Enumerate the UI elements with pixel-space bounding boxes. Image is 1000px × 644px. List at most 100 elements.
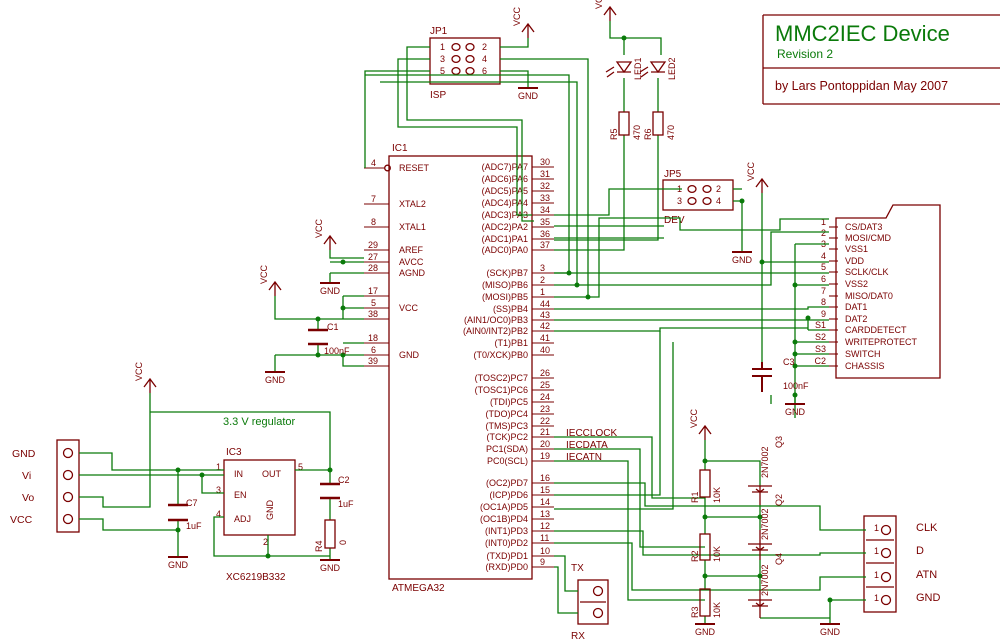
ic1-pin-name: (OC2)PD7 xyxy=(486,478,528,488)
card-pin-name: SWITCH xyxy=(845,349,881,359)
card-pin-name: CHASSIS xyxy=(845,361,885,371)
ic1-pin-num: 16 xyxy=(540,473,550,483)
signal-label: IECDATA xyxy=(566,440,608,451)
ic1-pin-num: 30 xyxy=(540,157,550,167)
ic1-pin-num: 35 xyxy=(540,217,550,227)
ic1-pin-num: 6 xyxy=(371,345,376,355)
ic1-pin-name: (SCK)PB7 xyxy=(486,268,528,278)
ic1-pin-name: (ADC3)PA3 xyxy=(482,210,528,220)
jp1-pin-num: 2 xyxy=(482,42,487,52)
ic1-pin-num: 12 xyxy=(540,521,550,531)
card-pin-name: CS/DAT3 xyxy=(845,222,882,232)
iec-label: CLK xyxy=(916,522,938,534)
power-conn-label: Vi xyxy=(22,470,31,482)
gnd-label: GND xyxy=(168,560,189,570)
r1-value: 10K xyxy=(712,487,722,503)
txrx-connector: TX RX xyxy=(571,563,609,642)
ic1-pin-num: 43 xyxy=(540,310,550,320)
card-pin-name: VDD xyxy=(845,256,865,266)
vcc-arrow xyxy=(755,177,769,193)
card-pin-num: 4 xyxy=(821,251,826,261)
c3-value: 100nF xyxy=(783,381,809,391)
iec-pin-num: 1 xyxy=(874,593,879,603)
q2-ref: Q2 xyxy=(774,494,784,506)
card-pin-num: 8 xyxy=(821,297,826,307)
card-pin-num: C2 xyxy=(814,356,826,366)
ic1-pin-name: (MISO)PB6 xyxy=(482,280,528,290)
c7-value: 1uF xyxy=(186,521,202,531)
ic1-pin-name: (SS)PB4 xyxy=(493,304,528,314)
vcc-label: VCC xyxy=(689,408,699,428)
ic1-pin-name: (TOSC1)PC6 xyxy=(475,385,528,395)
r1-ref: R1 xyxy=(690,491,700,503)
r6-ref: R6 xyxy=(643,128,653,140)
q2-value: 2N7002 xyxy=(760,508,770,540)
ic3-ref: IC3 xyxy=(226,447,242,458)
ic1-pin-name: (ADC5)PA5 xyxy=(482,186,528,196)
ic1-pin-num: 22 xyxy=(540,416,550,426)
ic1-pin-name: (ADC2)PA2 xyxy=(482,222,528,232)
card-pin-name: CARDDETECT xyxy=(845,325,907,335)
ic1-pin-name: (MOSI)PB5 xyxy=(482,292,528,302)
ic1-pin-num: 41 xyxy=(540,333,550,343)
vcc-arrow xyxy=(323,234,337,250)
ic1-pin-name: (TMS)PC3 xyxy=(486,421,529,431)
rx-label: RX xyxy=(571,631,585,642)
jp1-pin-num: 5 xyxy=(440,66,445,76)
card-pin-num: 6 xyxy=(821,274,826,284)
ic1-pin-num: 20 xyxy=(540,439,550,449)
ic3-pin-name: GND xyxy=(265,500,275,521)
ic3-pin-num: 1 xyxy=(216,462,221,472)
c1-ref: C1 xyxy=(327,322,339,332)
ic1-pin-num: 40 xyxy=(540,345,550,355)
ic1-pin-num: 4 xyxy=(371,158,376,168)
gnd-label: GND xyxy=(732,255,753,265)
gnd-label: GND xyxy=(320,563,341,573)
wires xyxy=(79,21,866,624)
ic1-pin-num: 25 xyxy=(540,380,550,390)
ic1-pin-num: 24 xyxy=(540,392,550,402)
led1-ref: LED1 xyxy=(633,57,643,80)
r2-ref: R2 xyxy=(690,550,700,562)
vcc-symbols: VCCVCCVCCVCCVCCVCCVCC xyxy=(134,0,769,440)
ic1-pin-name: (AIN0/INT2)PB2 xyxy=(463,326,528,336)
capacitor-c7: C7 1uF xyxy=(168,498,202,531)
ic1-pin-name: (ADC0)PA0 xyxy=(482,245,528,255)
power-conn-label: VCC xyxy=(10,514,33,526)
capacitor-c1: C1 100nF xyxy=(308,322,350,356)
ic1-pin-name: XTAL2 xyxy=(399,199,426,209)
title-text: MMC2IEC Device xyxy=(775,21,950,46)
jp1-ref: JP1 xyxy=(430,26,448,37)
card-pin-num: S3 xyxy=(815,344,826,354)
jp5-ref: JP5 xyxy=(664,169,682,180)
vcc-label: VCC xyxy=(259,264,269,284)
ic1-pin-num: 42 xyxy=(540,321,550,331)
ic1-pin-name: PC1(SDA) xyxy=(486,444,528,454)
iec-pin-num: 1 xyxy=(874,523,879,533)
jp1-pin-num: 3 xyxy=(440,54,445,64)
revision-text: Revision 2 xyxy=(777,47,833,61)
ic1-pin-num: 7 xyxy=(371,194,376,204)
vcc-label: VCC xyxy=(134,361,144,381)
card-pin-name: DAT2 xyxy=(845,314,867,324)
ic1-pin-num: 2 xyxy=(540,275,545,285)
ic3-pin-num: 3 xyxy=(216,485,221,495)
ic1-pin-num: 14 xyxy=(540,497,550,507)
jp5-label: DEV xyxy=(664,215,685,226)
ic1-pin-name: VCC xyxy=(399,303,419,313)
jp1-pin-num: 4 xyxy=(482,54,487,64)
q4-ref: Q4 xyxy=(774,553,784,565)
ic1-pin-name: (TDI)PC5 xyxy=(490,397,528,407)
title-block: MMC2IEC Device Revision 2 by Lars Pontop… xyxy=(762,14,1000,105)
jp1-pin-num: 6 xyxy=(482,66,487,76)
vcc-arrow xyxy=(698,424,712,440)
led2-ref: LED2 xyxy=(667,57,677,80)
led2: LED2 xyxy=(639,57,677,80)
ic1-pin-num: 5 xyxy=(371,298,376,308)
jp5-pin-num: 4 xyxy=(716,196,721,206)
vcc-label: VCC xyxy=(746,161,756,181)
ic3-pin-num: 4 xyxy=(216,509,221,519)
resistor-r6: R6 470 xyxy=(643,111,676,140)
